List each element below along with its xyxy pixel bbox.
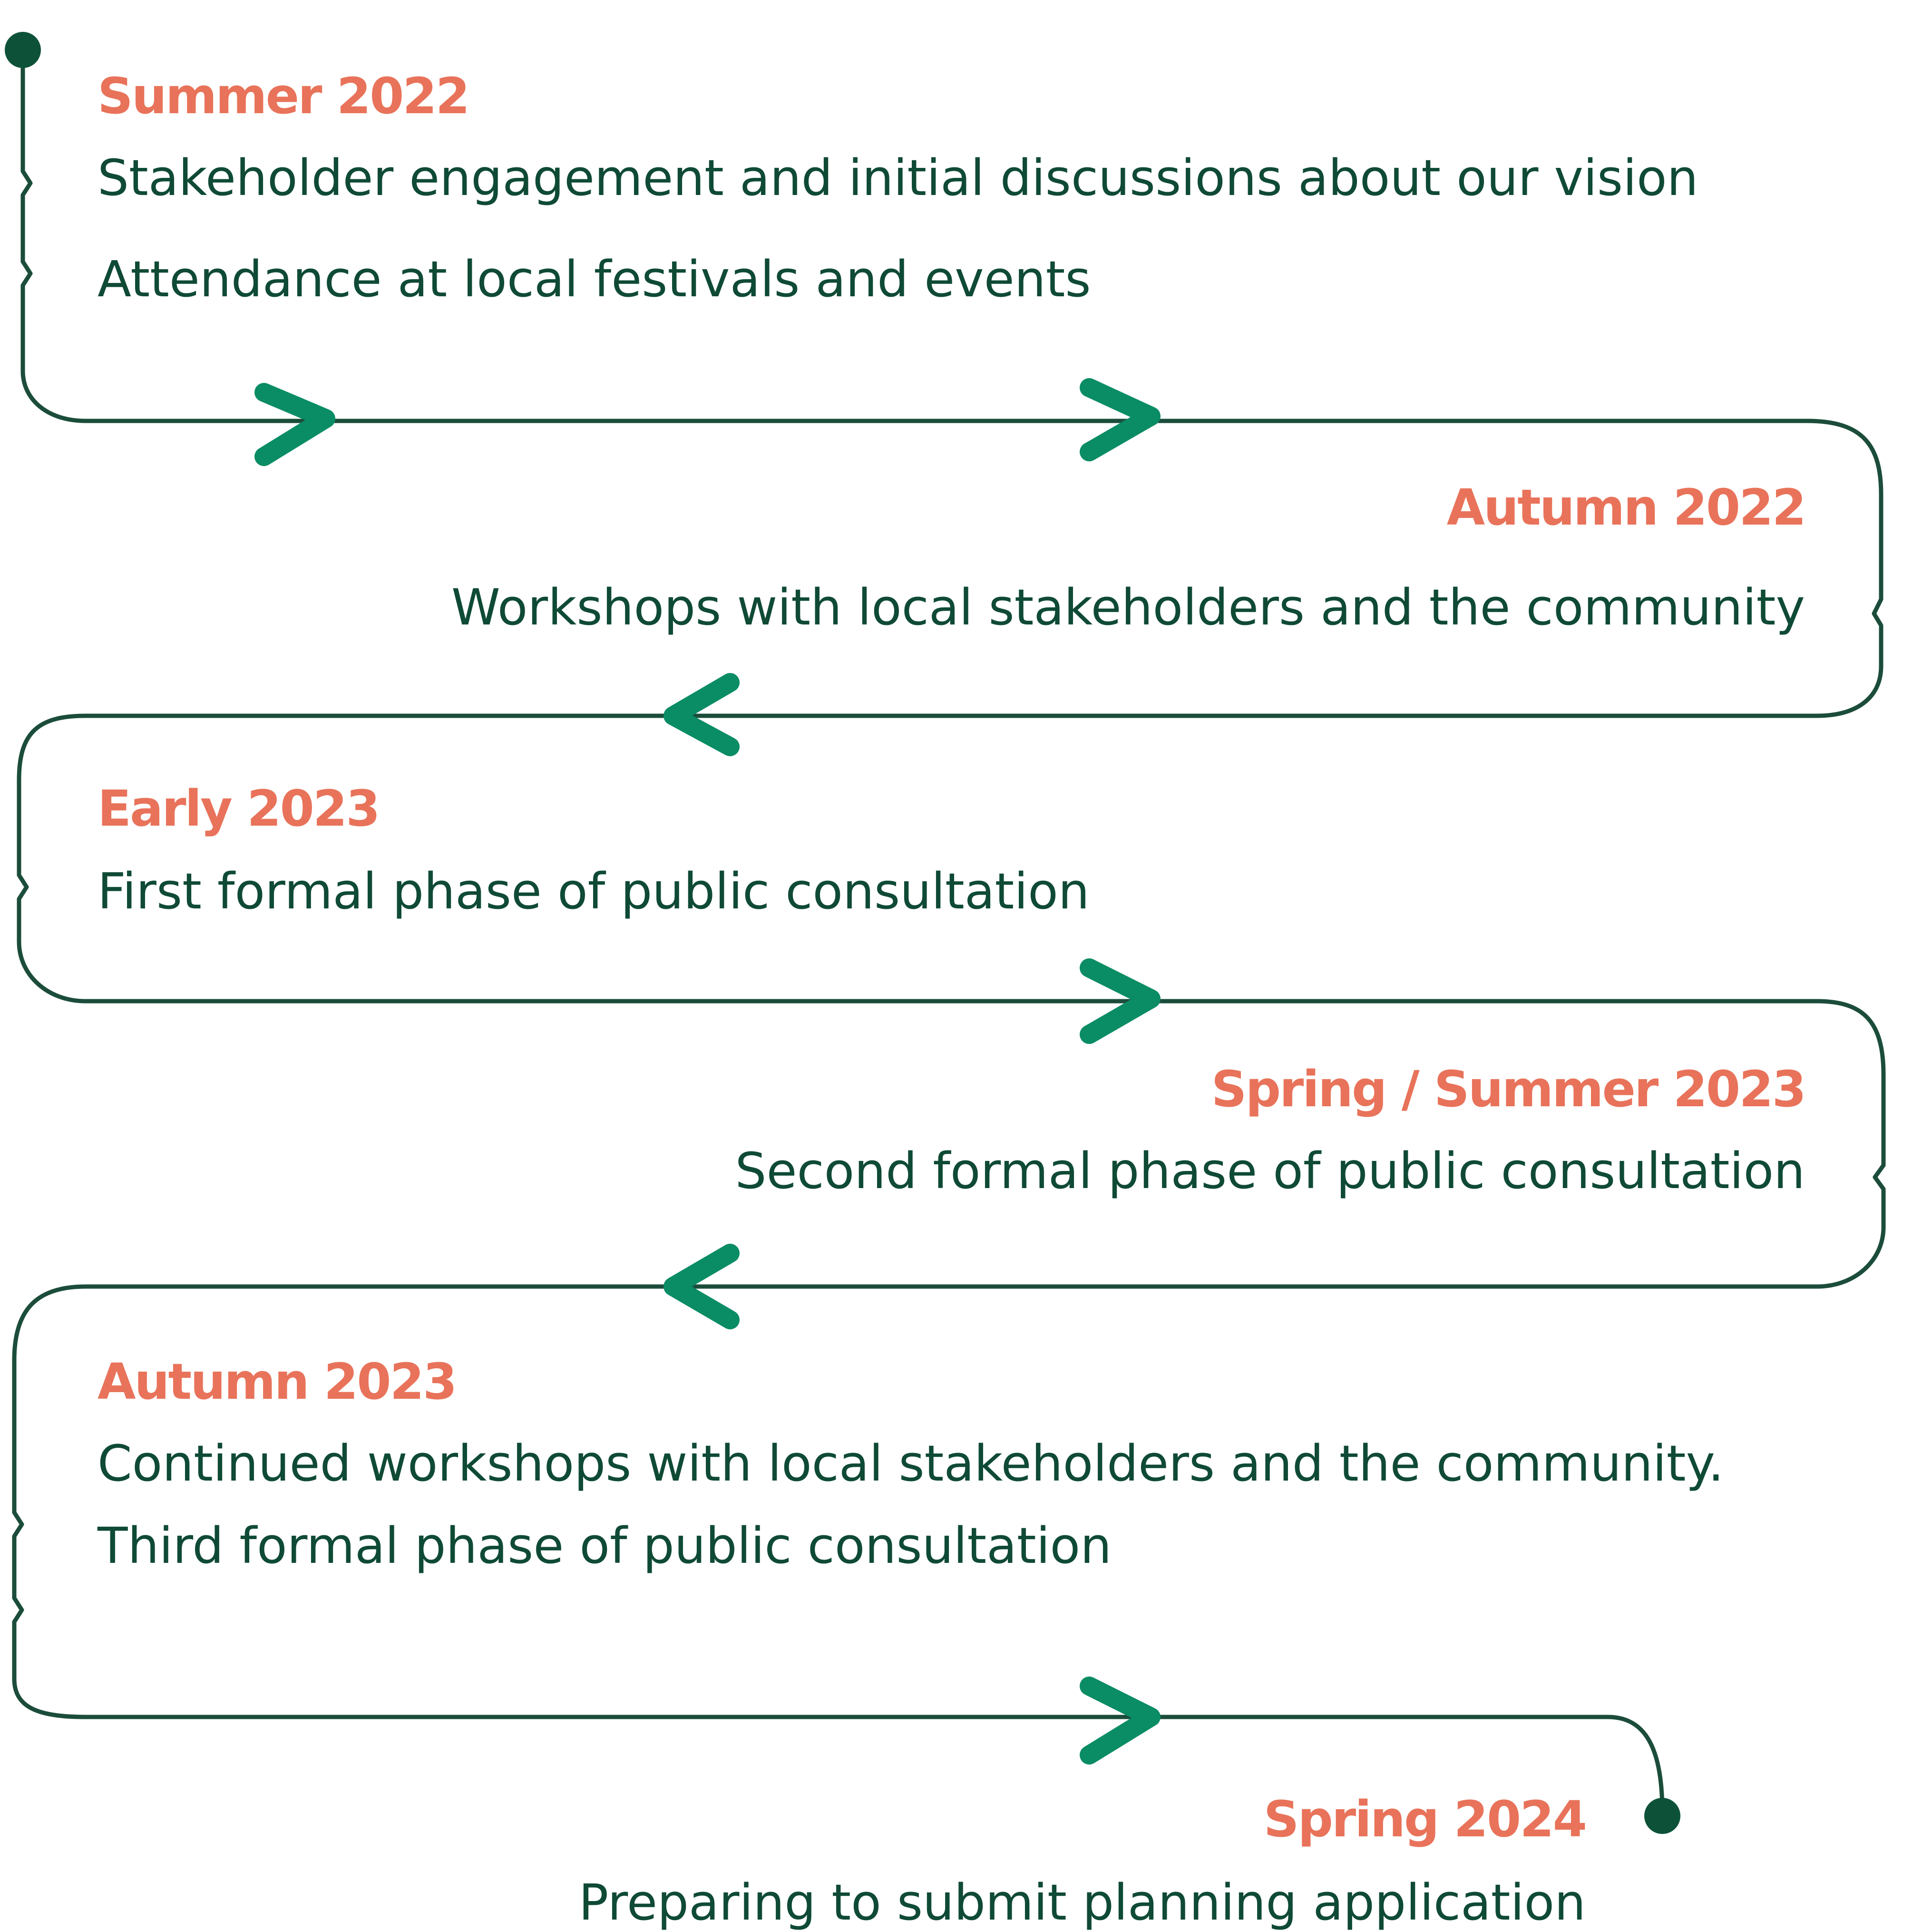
timeline-connector-line <box>12 48 1886 1814</box>
milestone-heading-summer-2022: Summer 2022 <box>98 67 470 125</box>
milestone-heading-autumn-2023: Autumn 2023 <box>98 1353 457 1411</box>
milestone-item: Third formal phase of public consultatio… <box>98 1517 1112 1575</box>
milestone-heading-early-2023: Early 2023 <box>98 780 381 838</box>
milestone-item: Attendance at local festivals and events <box>98 250 1091 308</box>
milestone-item: First formal phase of public consultatio… <box>98 862 1090 920</box>
start-endpoint-dot <box>5 32 41 68</box>
end-endpoint-dot <box>1644 1798 1680 1834</box>
arrow-left-icon <box>664 673 740 756</box>
milestone-item: Continued workshops with local stakehold… <box>98 1434 1724 1492</box>
milestone-heading-autumn-2022: Autumn 2022 <box>1446 478 1806 536</box>
arrow-right-icon <box>1080 1677 1161 1765</box>
arrow-right-icon <box>1080 958 1161 1044</box>
milestone-item: Stakeholder engagement and initial discu… <box>98 149 1698 207</box>
milestone-heading-spring-summer-2023: Spring / Summer 2023 <box>1211 1060 1806 1118</box>
milestone-item: Workshops with local stakeholders and th… <box>451 578 1805 636</box>
arrow-right-icon <box>254 383 335 466</box>
arrow-right-icon <box>1080 378 1161 461</box>
arrow-left-icon <box>664 1244 740 1329</box>
milestone-item: Preparing to submit planning application <box>578 1873 1586 1931</box>
milestone-item: Second formal phase of public consultati… <box>735 1142 1805 1200</box>
milestone-heading-spring-2024: Spring 2024 <box>1263 1790 1587 1848</box>
